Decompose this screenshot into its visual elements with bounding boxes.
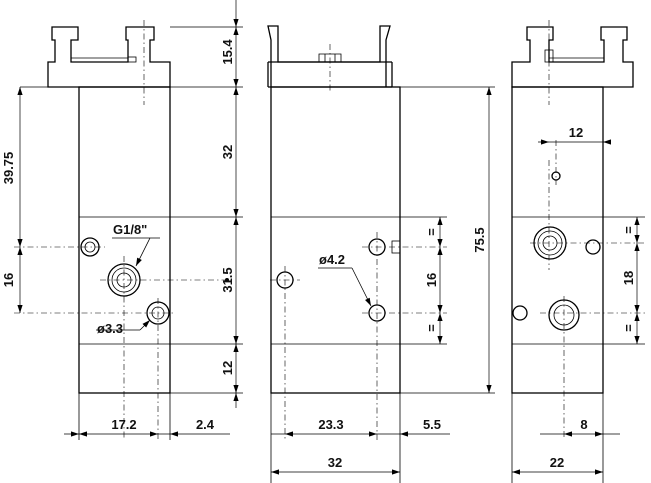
front-view: 15.4 32 31.5 12 39.75 16 17.2 2.4 <box>1 0 243 440</box>
side-eq-bottom: = <box>424 324 439 332</box>
dim-2-4: 2.4 <box>196 417 215 432</box>
dim-22: 22 <box>550 455 564 470</box>
dim-15-4: 15.4 <box>220 39 235 65</box>
dim-18: 18 <box>621 271 636 285</box>
dim-31-5: 31.5 <box>220 267 235 292</box>
right-view: 12 = 18 = 8 22 <box>511 20 645 483</box>
front-vertical-dimensions: 15.4 32 31.5 12 <box>220 0 239 408</box>
front-actuator-cap <box>47 20 171 105</box>
front-bottom-dimensions: 17.2 2.4 <box>64 417 230 437</box>
front-left-dimensions: 39.75 16 <box>1 87 23 313</box>
side-eq-top: = <box>424 228 439 236</box>
side-callouts: ø4.2 <box>318 252 374 308</box>
dim-16-left: 16 <box>1 273 16 287</box>
side-valve-body <box>270 86 401 394</box>
dim-75-5: 75.5 <box>472 227 487 252</box>
side-bottom-dimensions: 23.3 5.5 32 <box>271 417 450 475</box>
front-callouts: G1/8" ø3.3 <box>96 222 160 336</box>
side-vertical-dimensions: 75.5 = 16 = <box>424 87 492 393</box>
right-actuator-cap <box>511 20 634 105</box>
right-valve-body <box>511 86 604 394</box>
dim-32-vertical: 32 <box>220 145 235 159</box>
front-hole-dia-label: ø3.3 <box>97 321 123 336</box>
side-actuator-cap <box>267 25 393 92</box>
thread-label: G1/8" <box>113 222 147 237</box>
dim-23-3: 23.3 <box>318 417 343 432</box>
right-dimensions: 12 = 18 = 8 22 <box>512 125 640 475</box>
side-ports <box>270 232 447 440</box>
dim-8: 8 <box>580 417 587 432</box>
dim-12-right: 12 <box>569 125 583 140</box>
side-hole-dia-label: ø4.2 <box>319 252 345 267</box>
dim-32-horizontal: 32 <box>328 455 342 470</box>
dim-39-75: 39.75 <box>1 152 16 185</box>
front-ports <box>14 237 232 440</box>
right-ports <box>512 140 645 440</box>
side-view: 75.5 = 16 = 23.3 5.5 32 <box>267 25 495 483</box>
front-valve-body <box>78 86 171 394</box>
dim-5-5: 5.5 <box>423 417 441 432</box>
dim-16-side: 16 <box>424 273 439 287</box>
dim-12-vertical: 12 <box>220 361 235 375</box>
right-eq-top: = <box>621 226 636 234</box>
right-eq-bottom: = <box>621 324 636 332</box>
dim-17-2: 17.2 <box>111 417 136 432</box>
